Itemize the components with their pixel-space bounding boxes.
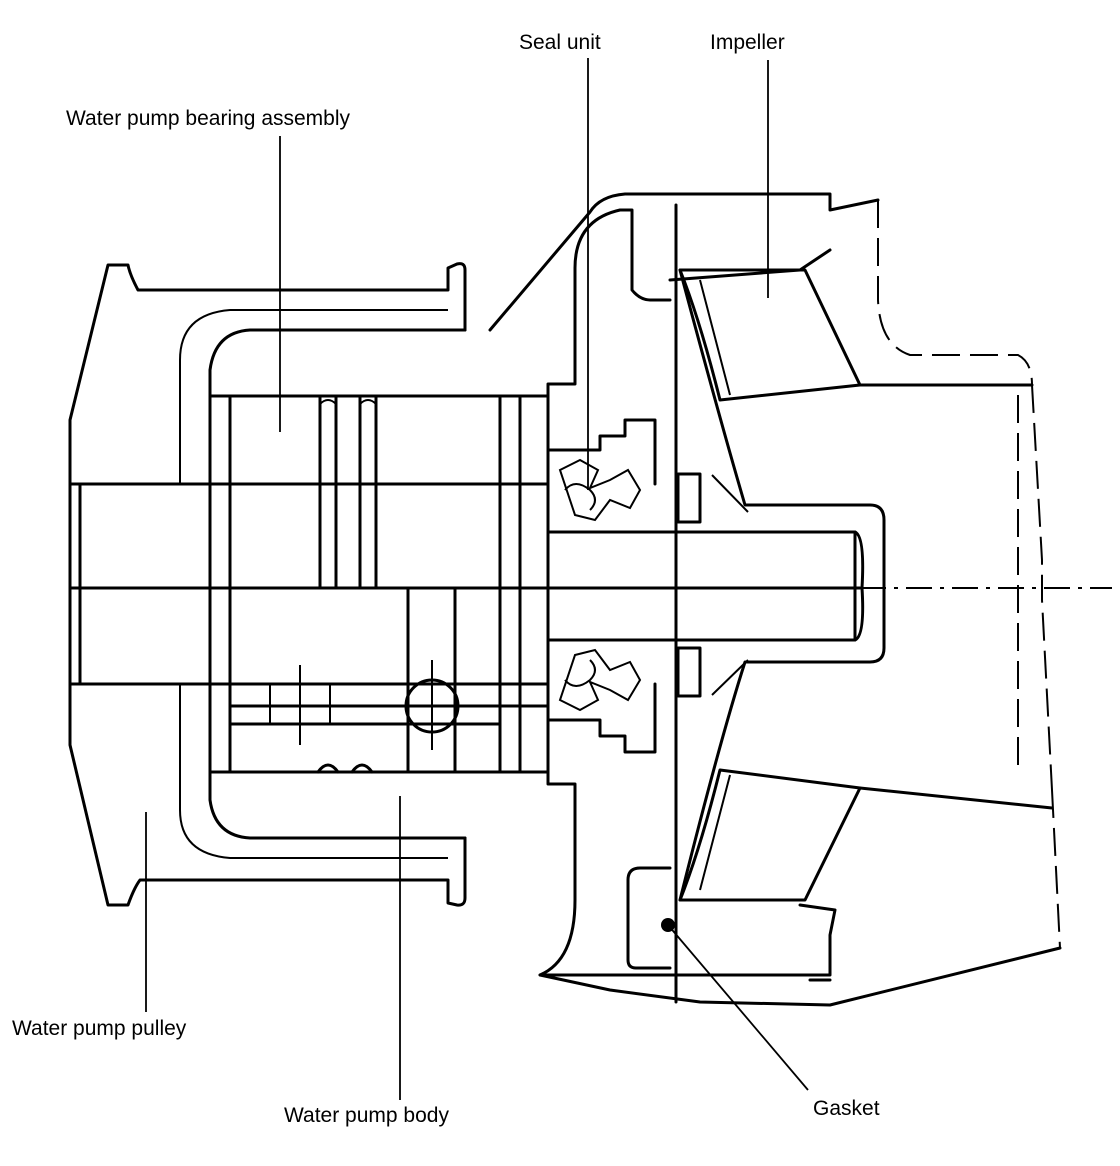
label-gasket: Gasket <box>813 1097 880 1120</box>
label-bearing-assembly: Water pump bearing assembly <box>66 107 351 130</box>
leader-lines <box>145 58 809 1100</box>
water-pump-body <box>488 192 1062 1007</box>
water-pump-pulley <box>68 262 467 907</box>
label-body: Water pump body <box>284 1104 449 1127</box>
label-pulley: Water pump pulley <box>12 1017 187 1040</box>
shaft-left <box>68 482 212 686</box>
bearing-housing <box>68 394 862 774</box>
right-housing <box>858 200 1112 949</box>
gasket-line <box>661 203 678 1004</box>
bearing-lock-detail <box>250 660 470 750</box>
shaft-right <box>546 530 865 642</box>
impeller <box>678 268 886 902</box>
label-impeller: Impeller <box>710 31 785 54</box>
label-seal-unit: Seal unit <box>519 31 601 54</box>
seal-unit <box>546 418 702 754</box>
